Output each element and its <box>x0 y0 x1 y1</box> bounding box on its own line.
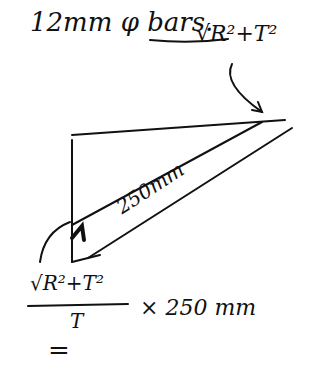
leader-arrow <box>230 64 262 112</box>
note-text: 12mm φ bars. <box>30 8 213 37</box>
arrow-head <box>252 102 262 112</box>
formula-text: √R²+T² <box>196 22 277 46</box>
fraction-bar <box>28 304 128 306</box>
bottom-line <box>72 255 100 262</box>
vertical-line <box>71 140 73 262</box>
formula-text: √R²+T² <box>30 272 104 294</box>
formula-text: T <box>70 310 83 332</box>
bar-edge <box>72 122 262 225</box>
bar-edge <box>88 128 292 258</box>
equals-sign: = <box>48 336 70 365</box>
leader-curve <box>40 222 70 262</box>
corner-mark <box>72 226 84 240</box>
formula-text: × 250 mm <box>140 296 256 320</box>
dimension-text: 250mm <box>112 158 188 218</box>
